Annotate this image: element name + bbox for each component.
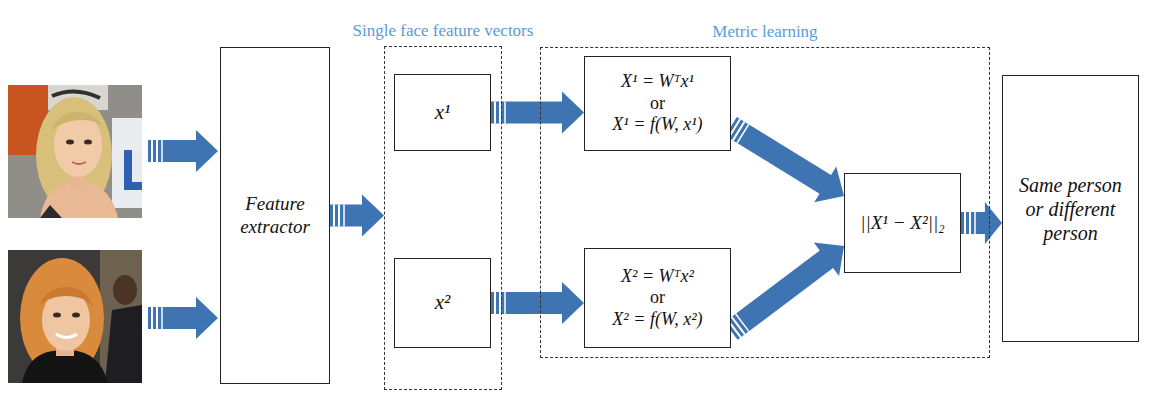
arrow-stripe: [732, 317, 745, 335]
block-arrow: [330, 195, 384, 237]
arrow-stripe: [733, 122, 745, 141]
connector-group: [491, 92, 584, 134]
block-arrow: [491, 282, 584, 324]
node-text: ||X¹ − X²||₂: [860, 212, 944, 235]
arrow-stripe: [333, 205, 335, 227]
node-text: X¹ = Wᵀx¹: [621, 71, 694, 93]
node-text: x²: [435, 290, 451, 315]
node-text: or: [650, 93, 665, 115]
node-text: or: [650, 287, 665, 309]
arrow-stripe: [964, 212, 966, 234]
vector-box: x¹: [394, 74, 491, 151]
node-text: X² = f(W, x²): [612, 309, 702, 331]
input-arrow: [148, 297, 218, 339]
block-arrow: [491, 92, 584, 134]
distance-box: ||X¹ − X²||₂: [844, 173, 961, 273]
face-photo: [8, 250, 142, 383]
block-arrow: [961, 202, 1002, 244]
connector-group: [330, 195, 384, 237]
block-arrow: [724, 242, 844, 339]
arrow-stripe: [974, 212, 976, 234]
arrow-stripe: [338, 205, 340, 227]
node-text: X² = Wᵀx²: [621, 266, 694, 288]
formula-box: X² = Wᵀx²orX² = f(W, x²): [584, 248, 731, 348]
arrow-stripe: [969, 212, 971, 234]
group-region: Metric learningX¹ = Wᵀx¹orX¹ = f(W, x¹)X…: [540, 47, 990, 358]
group-heading: Metric learning: [670, 22, 860, 42]
node-text: Same person or different person: [1011, 173, 1130, 245]
arrow-stripe: [343, 205, 345, 227]
arrow-stripe: [737, 124, 749, 143]
connector-group: [491, 282, 584, 324]
arrow-stripe: [504, 292, 506, 314]
vector-box: x²: [394, 258, 491, 348]
node-text: Feature extractor: [229, 193, 321, 239]
formula-box: X¹ = Wᵀx¹orX¹ = f(W, x¹): [584, 56, 731, 151]
node-text: x¹: [435, 100, 451, 125]
connector-group: [724, 242, 844, 339]
output-box: Same person or different person: [1002, 75, 1139, 342]
arrow-stripe: [736, 314, 749, 332]
process-box: Feature extractor: [220, 47, 330, 384]
group-heading: Single face feature vectors: [348, 21, 538, 41]
connector-group: [961, 202, 1002, 244]
group-region: Single face feature vectorsx¹x²: [384, 46, 502, 390]
input-arrow: [148, 130, 218, 172]
arrow-stripe: [494, 292, 496, 314]
arrow-stripe: [499, 102, 501, 124]
arrow-stripe: [504, 102, 506, 124]
block-arrow: [725, 117, 844, 202]
connector-group: [725, 117, 844, 202]
arrow-stripe: [499, 292, 501, 314]
face-photo: [8, 85, 142, 218]
node-text: X¹ = f(W, x¹): [612, 114, 702, 136]
arrow-stripe: [494, 102, 496, 124]
